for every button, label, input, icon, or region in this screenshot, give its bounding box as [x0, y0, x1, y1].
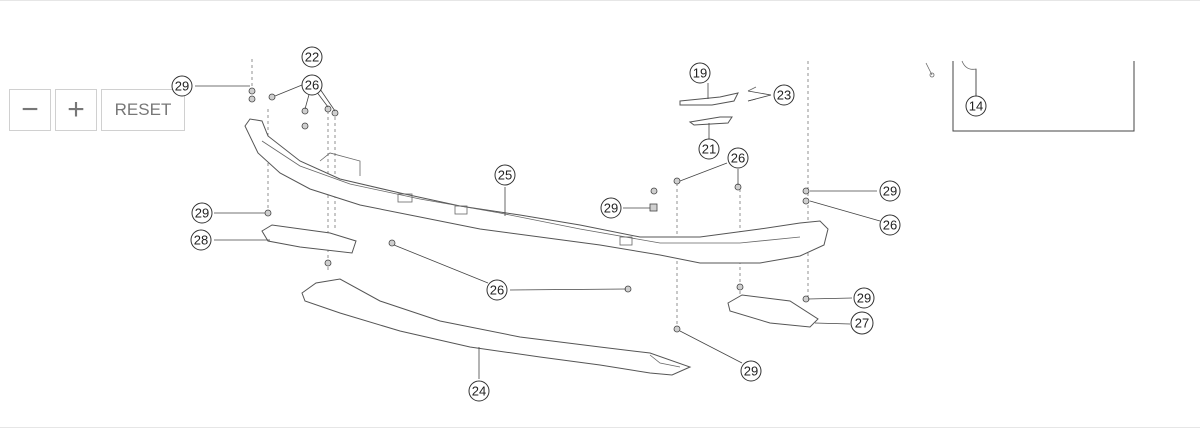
left-bracket	[261, 224, 357, 254]
callout-circle	[850, 311, 874, 335]
callout-circle	[740, 360, 762, 382]
callout-label: 21	[702, 142, 716, 157]
callout-label: 26	[883, 218, 897, 233]
callout-26[interactable]: 26	[301, 74, 323, 96]
callout-29[interactable]: 29	[879, 180, 901, 202]
callout-circle	[171, 75, 193, 97]
callout-label: 24	[472, 384, 486, 399]
callout-circle	[698, 138, 720, 160]
zoom-controls: − + RESET	[9, 89, 185, 131]
callout-label: 29	[175, 79, 189, 94]
callout-label: 29	[195, 206, 209, 221]
callout-label: 25	[498, 168, 512, 183]
callout-circle	[600, 197, 622, 219]
callout-26[interactable]: 26	[486, 279, 508, 301]
callout-29[interactable]: 29	[171, 75, 193, 97]
callout-label: 27	[855, 316, 869, 331]
right-bracket	[727, 294, 819, 328]
callout-25[interactable]: 25	[494, 164, 516, 186]
callout-label: 14	[969, 99, 983, 114]
callout-28[interactable]: 28	[190, 229, 212, 251]
callout-label: 19	[693, 66, 707, 81]
callout-label: 29	[604, 201, 618, 216]
callout-circle	[689, 62, 711, 84]
callout-27[interactable]: 27	[850, 311, 874, 335]
callout-22[interactable]: 22	[301, 46, 323, 68]
callout-24[interactable]: 24	[468, 380, 490, 402]
callout-circle	[965, 95, 987, 117]
callout-circle	[879, 214, 901, 236]
callout-circle	[727, 147, 749, 169]
callout-label: 22	[305, 50, 319, 65]
callout-label: 29	[744, 364, 758, 379]
callout-circle	[879, 180, 901, 202]
callout-19[interactable]: 19	[689, 62, 711, 84]
callout-29[interactable]: 29	[600, 197, 622, 219]
callout-circle	[190, 229, 212, 251]
leader-lines	[195, 83, 977, 379]
callout-29[interactable]: 29	[191, 202, 213, 224]
lower-shield	[301, 278, 692, 376]
callout-21[interactable]: 21	[698, 138, 720, 160]
zoom-in-button[interactable]: +	[55, 89, 97, 131]
callout-circle	[494, 164, 516, 186]
callout-circle	[301, 74, 323, 96]
callout-29[interactable]: 29	[853, 287, 875, 309]
callout-label: 26	[731, 151, 745, 166]
zoom-out-button[interactable]: −	[9, 89, 51, 131]
inset-box	[925, 60, 1135, 132]
callout-circle	[301, 46, 323, 68]
reset-button[interactable]: RESET	[101, 89, 185, 131]
callout-circle	[468, 380, 490, 402]
bumper-upper-part	[244, 118, 829, 264]
callout-14[interactable]: 14	[965, 95, 987, 117]
callout-label: 29	[857, 291, 871, 306]
callout-label: 28	[194, 233, 208, 248]
callout-label: 23	[777, 88, 791, 103]
callout-29[interactable]: 29	[740, 360, 762, 382]
callout-26[interactable]: 26	[727, 147, 749, 169]
callout-23[interactable]: 23	[773, 84, 795, 106]
callout-circle	[773, 84, 795, 106]
callout-label: 29	[883, 184, 897, 199]
callout-26[interactable]: 26	[879, 214, 901, 236]
callout-circle	[191, 202, 213, 224]
callout-circle	[486, 279, 508, 301]
callout-label: 26	[305, 78, 319, 93]
callout-label: 26	[490, 283, 504, 298]
callout-circle	[853, 287, 875, 309]
